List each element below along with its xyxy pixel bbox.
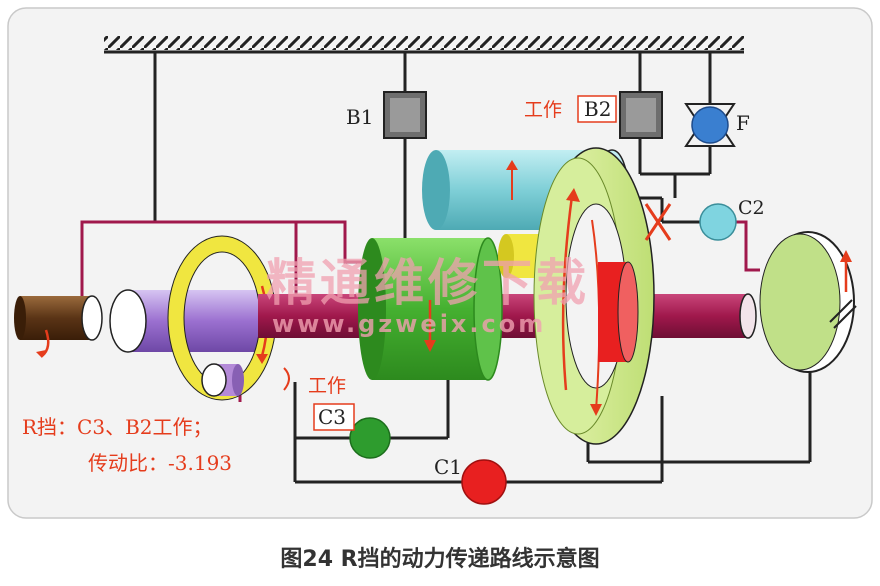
purple-shaft	[109, 289, 258, 353]
b2-working-label: 工作	[524, 99, 562, 121]
gear-note-line2: 传动比：-3.193	[88, 451, 232, 475]
ground-hatch-icon	[104, 36, 744, 54]
b2-label-box	[577, 95, 617, 123]
f-oneway-clutch: F	[684, 103, 750, 147]
b1-brake: B1	[346, 91, 427, 139]
green-gear	[358, 237, 503, 381]
b2-brake: 工作 B2	[524, 91, 663, 139]
c1-label: C1	[434, 455, 462, 479]
figure-caption: 图24 R挡的动力传递路线示意图	[280, 546, 599, 572]
small-pinion	[201, 363, 290, 397]
main-shaft	[258, 293, 757, 339]
watermark-cn: 精通维修下载	[266, 254, 590, 312]
b2-label: B2	[584, 97, 611, 121]
c2-clutch: C2	[699, 197, 765, 241]
c1-clutch: C1	[434, 455, 507, 505]
input-shaft	[14, 295, 103, 358]
f-label: F	[736, 111, 750, 135]
c2-label: C2	[738, 197, 765, 219]
gear-note-line1: R挡：C3、B2工作；	[22, 415, 213, 439]
c3-working-label: 工作	[308, 375, 346, 397]
c3-clutch: 工作 C3	[308, 375, 391, 459]
watermark-url: www.gzweix.com	[272, 310, 546, 338]
rear-sun-gear	[598, 261, 639, 363]
c2-disengaged-x-icon	[644, 203, 672, 241]
c3-label-box	[313, 403, 355, 431]
b1-label: B1	[346, 105, 373, 129]
c3-label: C3	[318, 405, 346, 429]
output-drum	[759, 231, 857, 373]
